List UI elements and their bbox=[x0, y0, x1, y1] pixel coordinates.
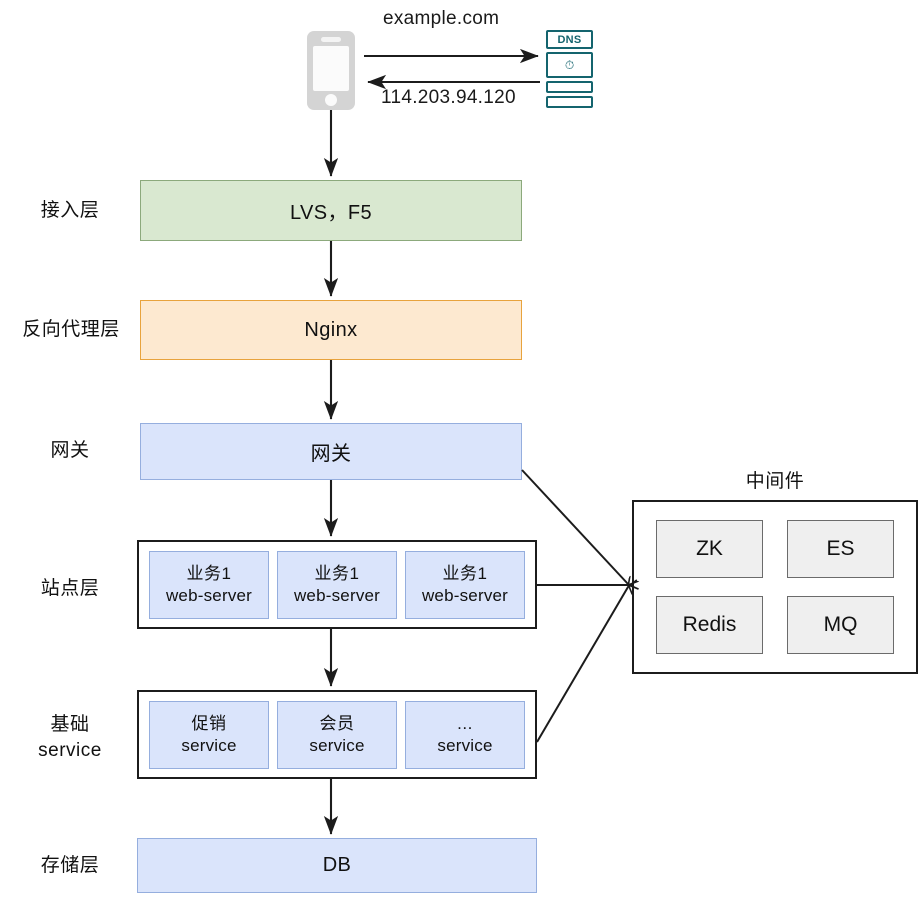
line-service-to-middleware bbox=[536, 587, 628, 743]
service-cell-1-line1: 促销 bbox=[191, 714, 227, 734]
service-cell-3-line2: service bbox=[437, 735, 493, 755]
phone-speaker bbox=[321, 37, 341, 42]
service-layer-group: 促销 service 会员 service ... service bbox=[137, 690, 537, 779]
site-layer-group: 业务1 web-server 业务1 web-server 业务1 web-se… bbox=[137, 540, 537, 629]
middleware-cell-redis[interactable]: Redis bbox=[656, 596, 763, 654]
row-label-site: 站点层 bbox=[40, 578, 100, 599]
layer-box-access[interactable]: LVS，F5 bbox=[140, 180, 522, 241]
dns-response-label: 114.203.94.120 bbox=[381, 87, 516, 108]
dns-clock-icon: ⏱ bbox=[546, 52, 593, 78]
layer-box-storage[interactable]: DB bbox=[137, 838, 537, 893]
layer-box-gateway[interactable]: 网关 bbox=[140, 423, 522, 480]
middleware-cell-zk[interactable]: ZK bbox=[656, 520, 763, 578]
middleware-cell-es[interactable]: ES bbox=[787, 520, 894, 578]
site-cell-2-line2: web-server bbox=[293, 585, 381, 605]
service-cell-2[interactable]: 会员 service bbox=[277, 700, 397, 769]
site-cell-2-line1: 业务1 bbox=[314, 564, 360, 584]
row-label-service: 基础 service bbox=[38, 714, 102, 761]
service-cell-1-line2: service bbox=[181, 735, 237, 755]
site-cell-3-line2: web-server bbox=[421, 585, 509, 605]
phone-home-button bbox=[325, 94, 337, 106]
dns-server-bay-2 bbox=[546, 96, 593, 108]
row-label-access: 接入层 bbox=[40, 200, 100, 221]
middleware-title: 中间件 bbox=[745, 471, 805, 492]
site-cell-2[interactable]: 业务1 web-server bbox=[277, 550, 397, 619]
row-label-gateway: 网关 bbox=[50, 440, 90, 461]
row-label-storage: 存储层 bbox=[40, 855, 100, 876]
dns-request-label: example.com bbox=[383, 8, 500, 29]
service-cell-2-line1: 会员 bbox=[319, 714, 355, 734]
site-cell-1[interactable]: 业务1 web-server bbox=[149, 550, 269, 619]
line-gateway-to-middleware bbox=[521, 469, 628, 584]
row-label-reverse-proxy: 反向代理层 bbox=[22, 319, 120, 340]
middleware-group: ZK ES Redis MQ bbox=[632, 500, 918, 674]
phone-screen bbox=[313, 46, 349, 91]
dns-server-icon: DNS ⏱ bbox=[546, 30, 593, 111]
dns-server-label: DNS bbox=[546, 30, 593, 49]
site-cell-3[interactable]: 业务1 web-server bbox=[405, 550, 525, 619]
middleware-cell-mq[interactable]: MQ bbox=[787, 596, 894, 654]
dns-server-bay-1 bbox=[546, 81, 593, 93]
service-cell-1[interactable]: 促销 service bbox=[149, 700, 269, 769]
site-cell-1-line2: web-server bbox=[165, 585, 253, 605]
service-cell-2-line2: service bbox=[309, 735, 365, 755]
layer-box-reverse-proxy[interactable]: Nginx bbox=[140, 300, 522, 360]
service-cell-3[interactable]: ... service bbox=[405, 700, 525, 769]
site-cell-3-line1: 业务1 bbox=[442, 564, 488, 584]
service-cell-3-line1: ... bbox=[457, 714, 473, 734]
site-cell-1-line1: 业务1 bbox=[186, 564, 232, 584]
mobile-phone-icon bbox=[307, 31, 355, 110]
